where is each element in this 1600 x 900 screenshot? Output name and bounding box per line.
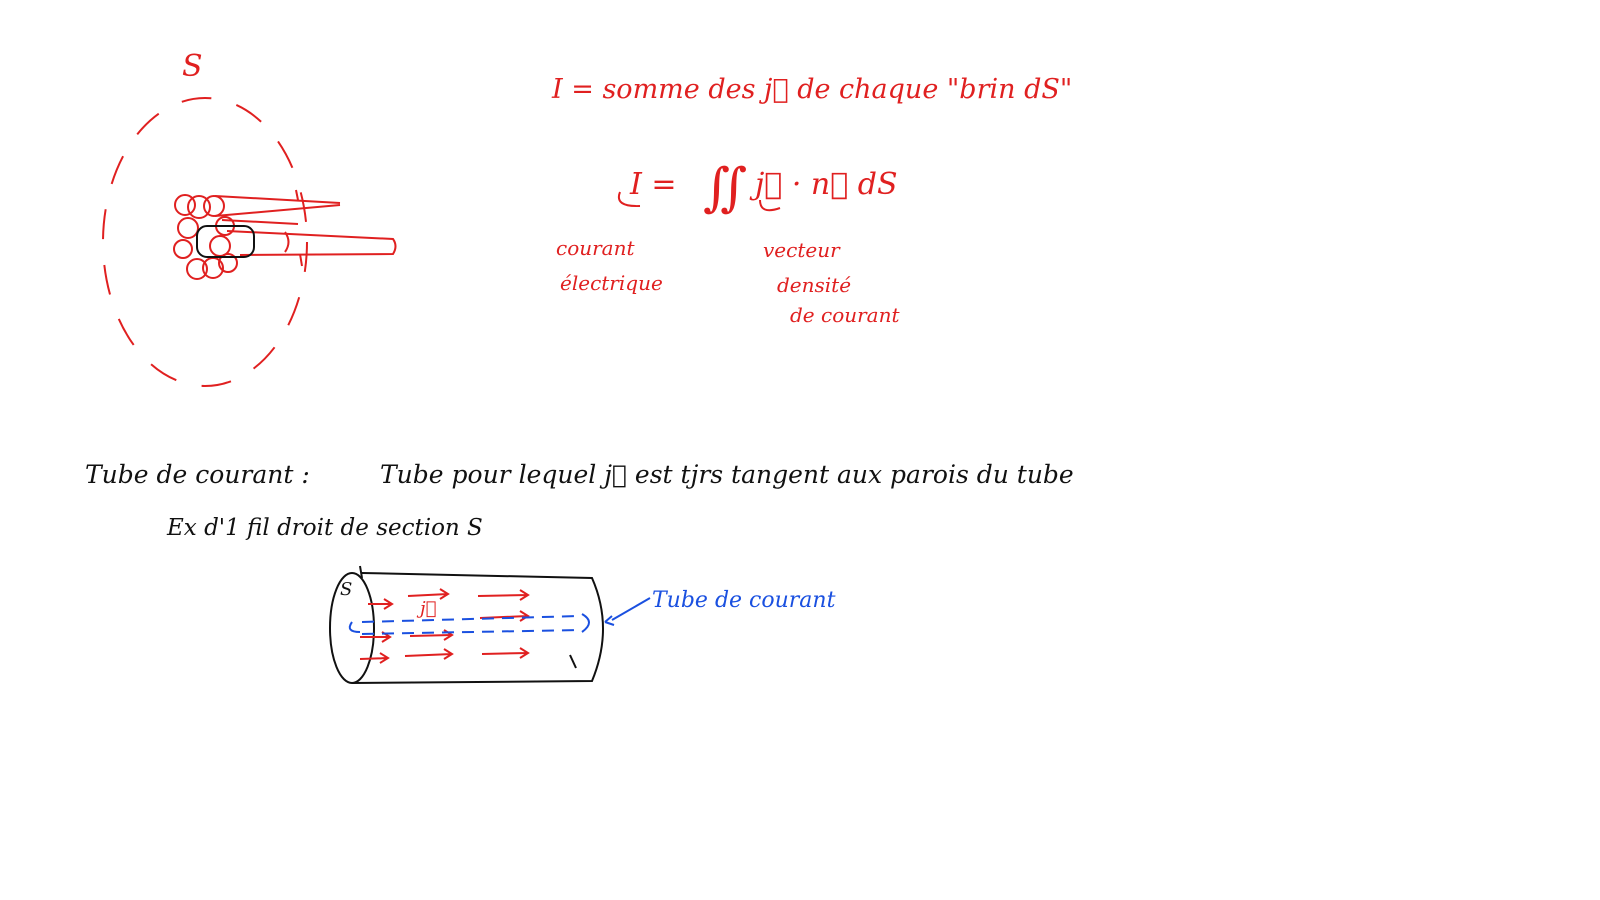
current-density-label: j⃗	[416, 598, 436, 619]
definition-block: Tube de courant : Tube pour lequel j⃗ es…	[85, 460, 1074, 541]
cylinder-body	[351, 572, 604, 684]
dashed-surface-outline	[102, 97, 308, 387]
current-brace	[618, 191, 641, 208]
wire-cylinder-diagram: S j⃗ Tube de courant	[329, 565, 836, 684]
definition-text: Tube pour lequel j⃗ est tjrs tangent aux…	[380, 460, 1074, 489]
cylinder-edge-marks	[359, 565, 577, 669]
tube-cross-sections	[173, 194, 238, 280]
current-tubes	[214, 189, 397, 267]
surface-label: S	[182, 49, 203, 84]
formula-block: I = somme des j⃗ de chaque "brin dS" I =…	[551, 74, 1072, 327]
cylinder-section-label: S	[340, 579, 352, 600]
surface-diagram: S	[102, 49, 397, 387]
formula-line-1: I = somme des j⃗ de chaque "brin dS"	[551, 74, 1072, 105]
formula-line-2-rhs: j⃗ · n⃗ dS	[749, 167, 898, 202]
annotation-courant: courant	[556, 236, 635, 260]
vector-brace	[759, 199, 781, 212]
definition-term: Tube de courant :	[85, 460, 310, 489]
annotation-de-courant: de courant	[790, 303, 900, 327]
selected-tube-element	[196, 225, 255, 258]
current-density-arrows	[359, 588, 530, 664]
double-integral-symbol: ∬	[703, 158, 747, 218]
formula-line-2-lhs: I =	[629, 167, 677, 202]
example-text: Ex d'1 fil droit de section S	[166, 515, 483, 541]
annotation-electrique: électrique	[560, 271, 663, 295]
tube-de-courant-label: Tube de courant	[652, 588, 836, 613]
annotation-vecteur: vecteur	[763, 238, 841, 262]
blue-current-tube	[348, 597, 651, 635]
annotation-densite: densité	[777, 273, 851, 297]
